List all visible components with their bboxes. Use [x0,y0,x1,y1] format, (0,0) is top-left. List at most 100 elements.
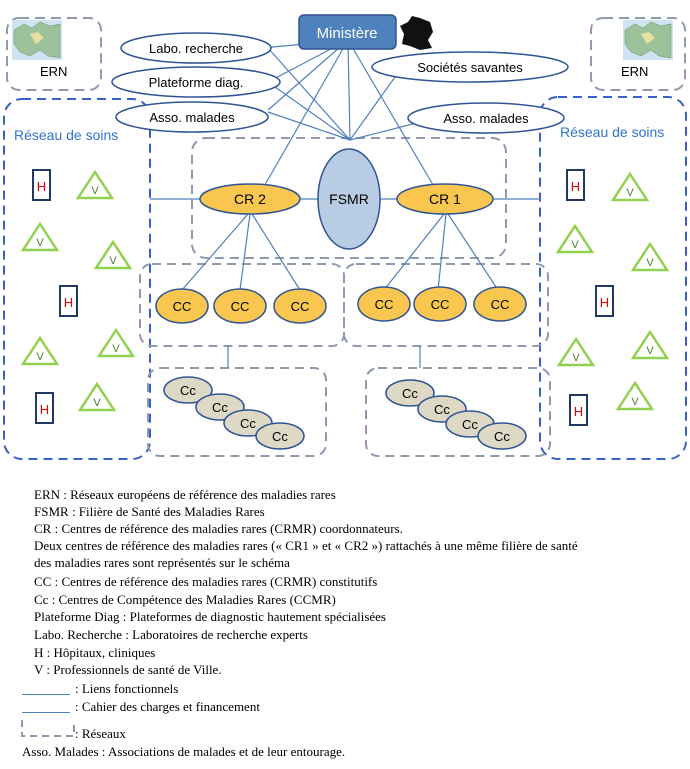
cc-node-label: CC [431,297,450,312]
legend: ERN : Réseaux européens de référence des… [0,484,690,769]
hospital-label: H [40,402,49,417]
asso-right-ellipse [407,102,565,134]
ccm-node-label: Cc [272,429,288,444]
cc-node-label: CC [173,299,192,314]
ville-label: V [36,351,44,363]
europe-map-icon-right [623,20,673,60]
hospital-label: H [571,179,580,194]
legend-solid-line-2 [22,712,70,713]
legend-reseaux: : Réseaux [75,726,126,741]
legend-ville: V : Professionnels de santé de Ville. [34,662,222,677]
ccm-node-r1: Cc [385,379,435,407]
ern-right-box [590,17,686,91]
ville-label: V [571,239,579,251]
network-diagram: ERN ERN Mi [3,14,687,460]
cc-group-right-box [343,263,549,347]
ville-label: V [646,257,654,269]
cc-node-5: CC [413,286,467,322]
hospital-icon: H [59,285,78,317]
plateforme-ellipse [111,66,281,98]
france-map-icon [398,14,436,52]
legend-hospital: H : Hôpitaux, cliniques [34,645,156,660]
ville-icon: V [93,239,133,270]
asso-right-label: Asso. malades [443,111,529,126]
ern-right-label: ERN [621,64,648,79]
asso-left-ellipse [115,101,269,133]
legend-cahier: : Cahier des charges et financement [75,699,260,714]
ccm-node-label: Cc [402,386,418,401]
cc-node-1: CC [155,288,209,324]
cc-node-6: CC [473,286,527,322]
ccm-node-label: Cc [212,400,228,415]
societes-ellipse [371,51,569,83]
reseau-left-label: Réseau de soins [14,127,118,143]
ville-label: V [572,352,580,364]
legend-ccm: Cc : Centres de Compétence des Maladies … [34,592,336,607]
legend-labo: Labo. Recherche : Laboratoires de recher… [34,627,308,642]
ville-label: V [36,237,44,249]
ville-label: V [646,345,654,357]
ern-left-label: ERN [40,64,67,79]
ccm-group-left-box [147,367,327,457]
ville-icon: V [555,223,595,254]
ern-left-box [6,17,102,91]
societes-label: Sociétés savantes [417,60,523,75]
ccm-node-l1: Cc [163,376,213,404]
legend-cr-detail-1: Deux centres de référence des maladies r… [34,538,578,553]
ccm-node-label: Cc [494,429,510,444]
cr2-label: CR 2 [234,191,266,207]
hospital-label: H [574,404,583,419]
ville-label: V [112,343,120,355]
cc-node-4: CC [357,286,411,322]
ccm-node-label: Cc [180,383,196,398]
ville-icon: V [630,329,670,360]
cc-node-label: CC [375,297,394,312]
legend-fsmr: FSMR : Filière de Santé des Maladies Rar… [34,504,265,519]
cc-node-label: CC [231,299,250,314]
ccm-node-l4: Cc [255,422,305,450]
legend-liens: : Liens fonctionnels [75,681,179,696]
ville-icon: V [96,327,136,358]
hospital-icon: H [35,392,54,424]
labo-label: Labo. recherche [149,41,243,56]
legend-plateforme: Plateforme Diag : Plateformes de diagnos… [34,609,386,624]
cr1-ellipse [396,183,494,215]
hospital-label: H [600,295,609,310]
cc-node-2: CC [213,288,267,324]
ville-label: V [631,396,639,408]
ville-label: V [626,187,634,199]
ccm-group-right-box [365,367,551,457]
legend-cr-detail-2: des maladies rares sont représentés sur … [34,555,290,570]
ville-icon: V [20,335,60,366]
ville-icon: V [77,381,117,412]
hospital-icon: H [32,169,51,201]
cc-node-3: CC [273,288,327,324]
reseau-right-box [539,96,687,460]
ville-label: V [91,185,99,197]
cc-node-label: CC [291,299,310,314]
ccm-node-label: Cc [434,402,450,417]
ccm-node-label: Cc [240,416,256,431]
reseau-left-box [3,98,151,460]
ville-icon: V [20,221,60,252]
fsmr-label: FSMR [329,191,369,207]
hospital-label: H [64,295,73,310]
legend-asso: Asso. Malades : Associations de malades … [22,744,346,759]
reseau-right-label: Réseau de soins [560,124,664,140]
cc-node-label: CC [491,297,510,312]
fsmr-ellipse [317,148,381,250]
cr1-label: CR 1 [429,191,461,207]
ccm-node-r4: Cc [477,422,527,450]
legend-ern: ERN : Réseaux européens de référence des… [34,487,336,502]
legend-dashed-box [21,720,75,737]
ville-icon: V [75,169,115,200]
legend-solid-line-1 [22,694,70,695]
europe-map-icon-left [12,20,62,60]
cr2-ellipse [199,183,301,215]
hospital-icon: H [595,285,614,317]
ville-icon: V [615,380,655,411]
plateforme-label: Plateforme diag. [149,75,244,90]
legend-cc: CC : Centres de référence des maladies r… [34,574,378,589]
ville-icon: V [630,241,670,272]
ministry-label: Ministère [317,25,378,42]
